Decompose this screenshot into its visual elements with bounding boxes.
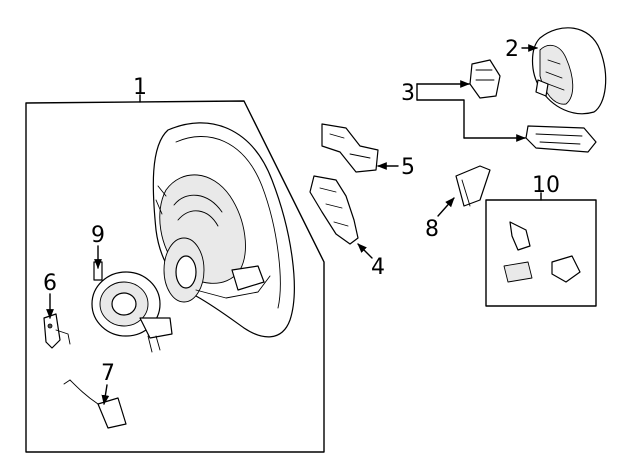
switch-illustration xyxy=(43,313,71,349)
callout-7: 7 xyxy=(101,361,115,386)
cover-with-wire-illustration xyxy=(63,379,127,429)
trim-item8-illustration xyxy=(455,165,491,207)
callout-1: 1 xyxy=(133,75,147,100)
callout-leaders xyxy=(46,44,542,405)
callout-10: 10 xyxy=(532,173,560,198)
parts-box-10 xyxy=(485,199,597,307)
air-bag-illustration xyxy=(531,27,607,115)
switch-upper-illustration xyxy=(469,59,501,99)
callout-4: 4 xyxy=(371,255,385,280)
callout-2: 2 xyxy=(505,37,519,62)
callout-6: 6 xyxy=(43,271,57,296)
clock-spring-illustration xyxy=(91,261,173,353)
bracket-illustration xyxy=(509,221,531,251)
callout-8: 8 xyxy=(425,217,439,242)
switch-item4-illustration xyxy=(309,175,359,245)
switch-lower-illustration xyxy=(525,125,597,153)
pad-illustration xyxy=(503,261,533,283)
callout-5: 5 xyxy=(401,155,415,180)
switch-item5-illustration xyxy=(321,123,379,173)
steering-wheel-illustration xyxy=(152,122,295,338)
clip-illustration xyxy=(551,255,581,283)
callout-9: 9 xyxy=(91,223,105,248)
callout-3: 3 xyxy=(401,81,415,106)
assembly-box-1 xyxy=(25,100,325,453)
